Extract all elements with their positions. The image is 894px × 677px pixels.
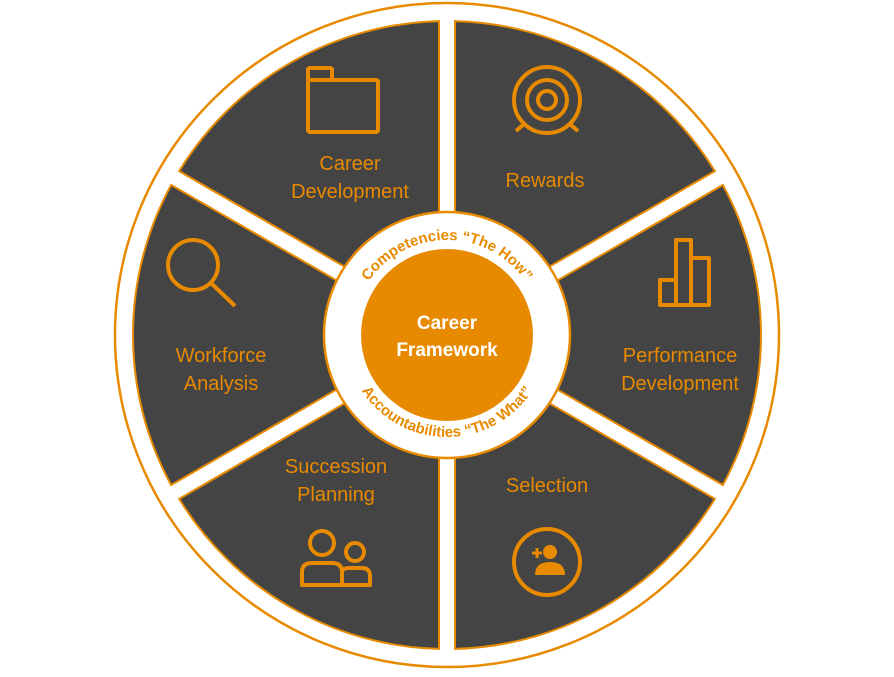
target-icon (512, 65, 582, 135)
center-title-line1: Career (417, 313, 478, 334)
people-icon (300, 529, 372, 587)
segment-label-line2: Analysis (184, 373, 258, 395)
segment-selection[interactable]: Selection (506, 475, 588, 597)
segment-label-line1: Succession (285, 456, 387, 478)
segment-label-line2: Development (621, 373, 739, 395)
segment-label-line1: Performance (623, 345, 738, 367)
segment-performance-development[interactable]: Performance Development (621, 238, 739, 395)
segment-label-line1: Career (319, 153, 380, 175)
add-person-icon (512, 527, 582, 597)
bar-chart-icon (658, 238, 711, 307)
segment-label: Selection (506, 475, 588, 497)
segment-career-development[interactable]: Career Development (291, 66, 409, 203)
segment-rewards[interactable]: Rewards (506, 65, 585, 192)
magnifier-icon (166, 238, 237, 308)
center-title-line2: Framework (396, 340, 498, 361)
segment-label-line1: Workforce (176, 345, 267, 367)
folder-icon (306, 66, 380, 134)
segment-label: Rewards (506, 170, 585, 192)
segment-label-line2: Planning (297, 484, 375, 506)
center-disc[interactable] (361, 249, 533, 421)
segment-workforce-analysis[interactable]: Workforce Analysis (166, 238, 267, 395)
segment-label-line2: Development (291, 181, 409, 203)
segment-succession-planning[interactable]: Succession Planning (285, 456, 387, 587)
